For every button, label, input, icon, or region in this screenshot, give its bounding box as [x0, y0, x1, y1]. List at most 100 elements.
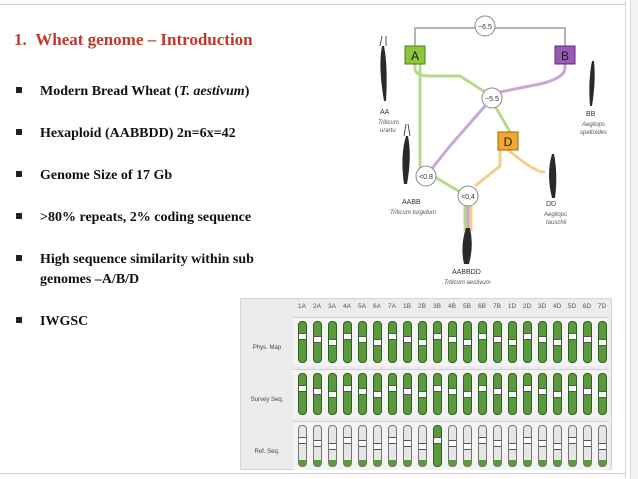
bullet-marker [16, 255, 22, 261]
chromosome-6b [478, 321, 487, 363]
column-header: 3D [537, 303, 547, 310]
a-branch-line [413, 64, 486, 94]
centromere-mark [449, 388, 456, 395]
centromere-mark [374, 391, 381, 398]
centromere-mark [329, 443, 336, 450]
centromere-mark [554, 443, 561, 450]
centromere-mark [524, 385, 531, 392]
species-code: BB [586, 111, 596, 118]
centromere-mark [299, 385, 306, 392]
centromere-mark [584, 440, 591, 447]
centromere-mark [554, 391, 561, 398]
centromere-mark [464, 443, 471, 450]
chromosome-4a [343, 425, 352, 467]
time-label: <0.8 [419, 174, 433, 181]
top-rule [0, 4, 626, 5]
column-header: 6A [373, 303, 381, 310]
centromere-mark [374, 339, 381, 346]
species-name: Triticum [378, 120, 399, 126]
species-name: Triticum aestivum [444, 280, 491, 286]
row-label: Phys. Map [252, 345, 282, 351]
column-header: 1A [298, 303, 306, 310]
bullet-text: Modern Bread Wheat ( [40, 84, 180, 99]
bullet-text: genomes –A/B/D [40, 272, 140, 287]
bullet-italic: T. aestivum [179, 84, 245, 99]
centromere-mark [419, 339, 426, 346]
bottom-rule [0, 473, 626, 474]
time-label: ~5.5 [485, 96, 499, 103]
centromere-mark [314, 336, 321, 343]
centromere-mark [599, 339, 606, 346]
centromere-mark [554, 339, 561, 346]
centromere-mark [599, 443, 606, 450]
column-header: 5B [463, 303, 471, 310]
d-to-hexaploid-line [474, 150, 502, 188]
chromosome-5d [568, 425, 577, 467]
centromere-mark [359, 388, 366, 395]
wheat-spike-icon [589, 61, 595, 106]
column-header: 3B [433, 303, 441, 310]
species-name: Aegilops [543, 212, 567, 218]
ab-to-d-line [493, 105, 512, 133]
centromere-mark [434, 437, 441, 444]
chromosome-2d [523, 425, 532, 467]
bullet-text-end: ) [244, 84, 250, 99]
centromere-mark [464, 339, 471, 346]
centromere-mark [524, 437, 531, 444]
centromere-mark [584, 388, 591, 395]
centromere-mark [479, 333, 486, 340]
chromosome-7a [388, 321, 397, 363]
aabb-to-hexaploid-line [429, 172, 467, 231]
centromere-mark [509, 339, 516, 346]
centromere-mark [359, 440, 366, 447]
centromere-mark [344, 437, 351, 444]
genome-a-label: A [411, 49, 419, 63]
centromere-mark [299, 437, 306, 444]
column-header: 6D [582, 303, 592, 310]
wheat-spike-icon [462, 228, 472, 264]
d-to-tauschii-line [507, 148, 547, 174]
species-name: Aegilops [581, 122, 605, 128]
centromere-mark [359, 336, 366, 343]
time-bubble [474, 15, 496, 37]
wheat-spike-icon [549, 154, 557, 198]
centromere-mark [494, 336, 501, 343]
chromosome-5d [568, 373, 577, 415]
species-name: Triticum turgidum [390, 210, 436, 216]
centromere-mark [464, 391, 471, 398]
genome-a-box [404, 45, 426, 65]
b-branch-line [499, 64, 567, 94]
centromere-mark [389, 437, 396, 444]
column-header: 5D [567, 303, 577, 310]
column-header: 7A [388, 303, 396, 310]
centromere-mark [524, 333, 531, 340]
bullet-marker [16, 87, 22, 93]
centromere-mark [569, 385, 576, 392]
column-header: 7B [493, 303, 501, 310]
chromosome-3b [433, 373, 442, 415]
centromere-mark [314, 388, 321, 395]
centromere-mark [329, 391, 336, 398]
slide-edge [630, 0, 638, 479]
wheat-spike-icon [379, 35, 387, 101]
column-header: 1B [403, 303, 411, 310]
column-header: 3A [328, 303, 336, 310]
species-name: urartu [380, 128, 396, 134]
chromosome-2d [523, 373, 532, 415]
centromere-mark [539, 440, 546, 447]
genome-d-box [497, 131, 519, 151]
column-header: 4D [552, 303, 562, 310]
time-bubble [415, 165, 437, 187]
centromere-mark [539, 388, 546, 395]
chromosome-2d [523, 321, 532, 363]
column-header: 4A [343, 303, 351, 310]
chromosome-1a [298, 321, 307, 363]
species-code: AA [380, 109, 390, 116]
chromosome-3b [433, 425, 442, 467]
column-header: 5A [358, 303, 366, 310]
centromere-mark [344, 333, 351, 340]
centromere-mark [599, 391, 606, 398]
column-header: 2A [313, 303, 321, 310]
chromosome-7a [388, 425, 397, 467]
